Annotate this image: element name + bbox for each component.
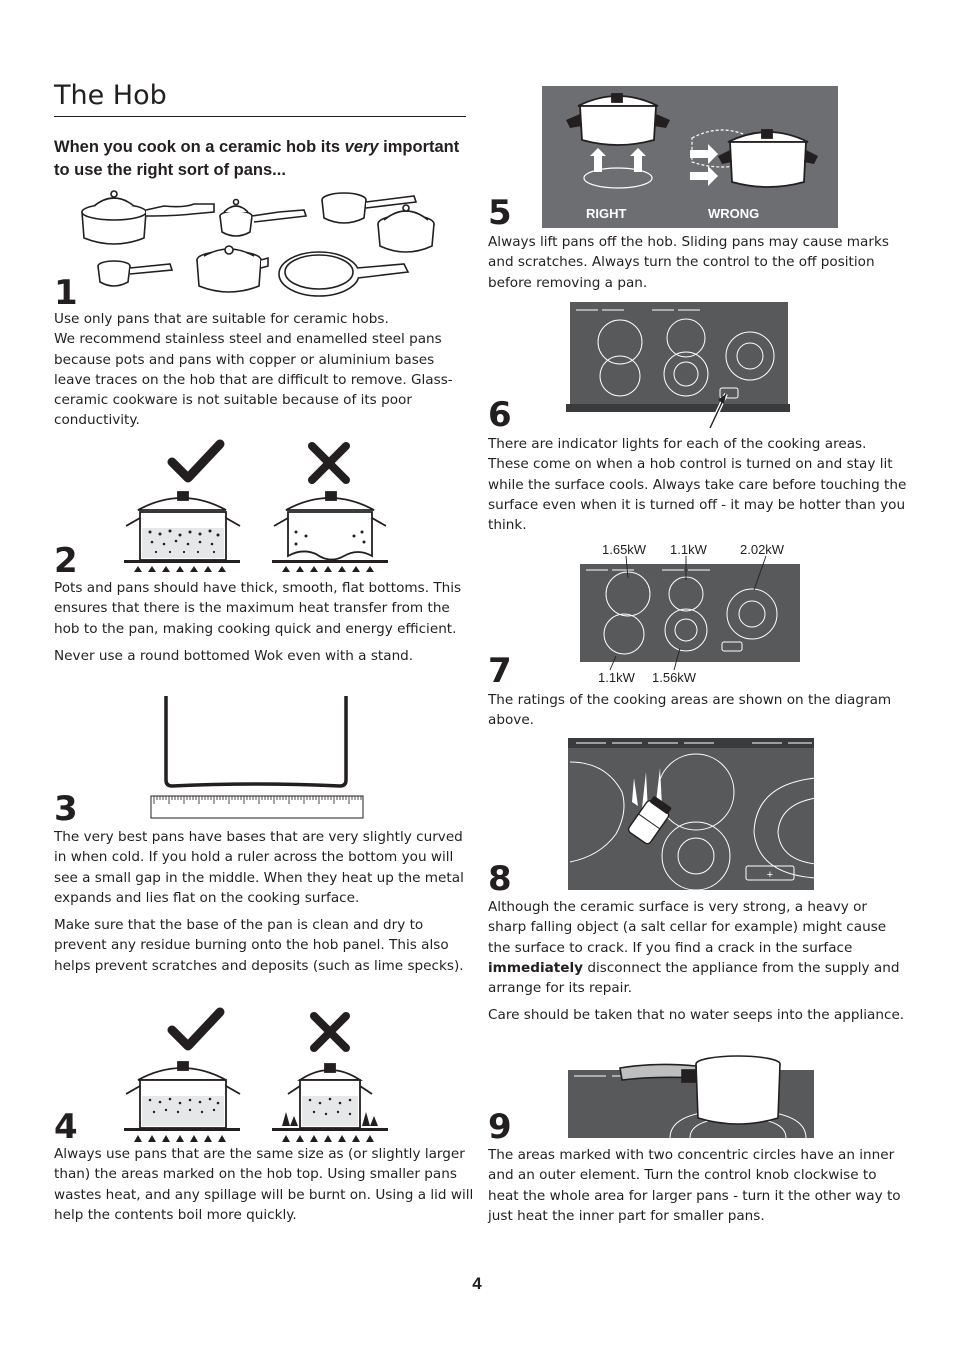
section-8-p1-a: Although the ceramic surface is very str… (488, 899, 887, 956)
label-wrong: WRONG (708, 206, 759, 221)
pans-illustration (81, 190, 435, 297)
step-number-2: 2 (54, 541, 78, 581)
step-number-6: 6 (488, 395, 512, 435)
step-number-5: 5 (488, 193, 512, 233)
section-7-text: The ratings of the cooking areas are sho… (488, 690, 908, 731)
section-8-text: Although the ceramic surface is very str… (488, 897, 908, 1026)
page-number: 4 (472, 1274, 482, 1293)
rating-front-center: 1.56kW (652, 670, 697, 685)
section-3-p1: The very best pans have bases that are v… (54, 829, 464, 906)
intro-emphasis: very (344, 138, 379, 156)
step-number-1: 1 (54, 273, 78, 313)
step-number-7: 7 (488, 651, 512, 691)
title-divider (54, 116, 466, 117)
curved-base-ruler-illustration (150, 696, 364, 819)
section-9-p1: The areas marked with two concentric cir… (488, 1147, 901, 1224)
section-3-text: The very best pans have bases that are v… (54, 827, 474, 976)
section-8-p1-c: disconnect the appliance from the supply… (488, 959, 900, 997)
step-number-8: 8 (488, 859, 512, 899)
hob-ratings-diagram: 1.65kW 1.1kW 2.02kW 1.1kW 1.56kW (580, 542, 800, 685)
step-number-3: 3 (54, 789, 78, 829)
section-2-text: Pots and pans should have thick, smooth,… (54, 578, 474, 666)
section-5-p1: Always lift pans off the hob. Sliding pa… (488, 234, 889, 291)
check-icon (167, 1007, 225, 1051)
section-6-p1: There are indicator lights for each of t… (488, 436, 907, 534)
section-7-p1: The ratings of the cooking areas are sho… (488, 692, 892, 729)
rating-right: 2.02kW (740, 542, 785, 557)
section-4-text: Always use pans that are the same size a… (54, 1144, 474, 1225)
section-9-text: The areas marked with two concentric cir… (488, 1145, 908, 1226)
check-icon (167, 439, 225, 483)
falling-object-illustration: + (568, 738, 816, 891)
section-1-line-2: We recommend stainless steel and enamell… (54, 331, 453, 429)
section-5-text: Always lift pans off the hob. Sliding pa… (488, 232, 908, 293)
section-8-p1-emphasis: immediately (488, 959, 584, 976)
lift-vs-slide-illustration: RIGHT WRONG (542, 86, 838, 228)
cross-icon (308, 442, 350, 484)
flat-vs-uneven-base-illustration (124, 439, 388, 572)
rating-rear-center: 1.1kW (670, 542, 708, 557)
section-4-p1: Always use pans that are the same size a… (54, 1146, 474, 1223)
section-1-text: Use only pans that are suitable for cera… (54, 309, 474, 431)
section-8-p2: Care should be taken that no water seeps… (488, 1007, 905, 1024)
section-2-p1: Pots and pans should have thick, smooth,… (54, 580, 462, 637)
rating-front-left-lower: 1.1kW (598, 670, 636, 685)
section-3-p2: Make sure that the base of the pan is cl… (54, 917, 464, 974)
step-number-4: 4 (54, 1107, 78, 1147)
indicator-lights-illustration (566, 302, 790, 429)
rating-front-left: 1.65kW (602, 542, 647, 557)
intro-heading: When you cook on a ceramic hob its very … (54, 136, 464, 182)
section-2-p2: Never use a round bottomed Wok even with… (54, 647, 414, 664)
pan-size-illustration (124, 1007, 388, 1142)
intro-part2: important to use the right sort of pans.… (54, 138, 460, 179)
concentric-element-illustration (568, 1055, 814, 1139)
section-6-text: There are indicator lights for each of t… (488, 434, 908, 535)
label-right: RIGHT (586, 206, 627, 221)
section-1-line-1: Use only pans that are suitable for cera… (54, 311, 389, 327)
step-number-9: 9 (488, 1107, 512, 1147)
page-title: The Hob (54, 80, 167, 111)
intro-part1: When you cook on a ceramic hob its (54, 138, 345, 156)
cross-icon (310, 1012, 350, 1052)
section-8-p1: Although the ceramic surface is very str… (488, 897, 908, 998)
plus-icon: + (767, 869, 773, 881)
